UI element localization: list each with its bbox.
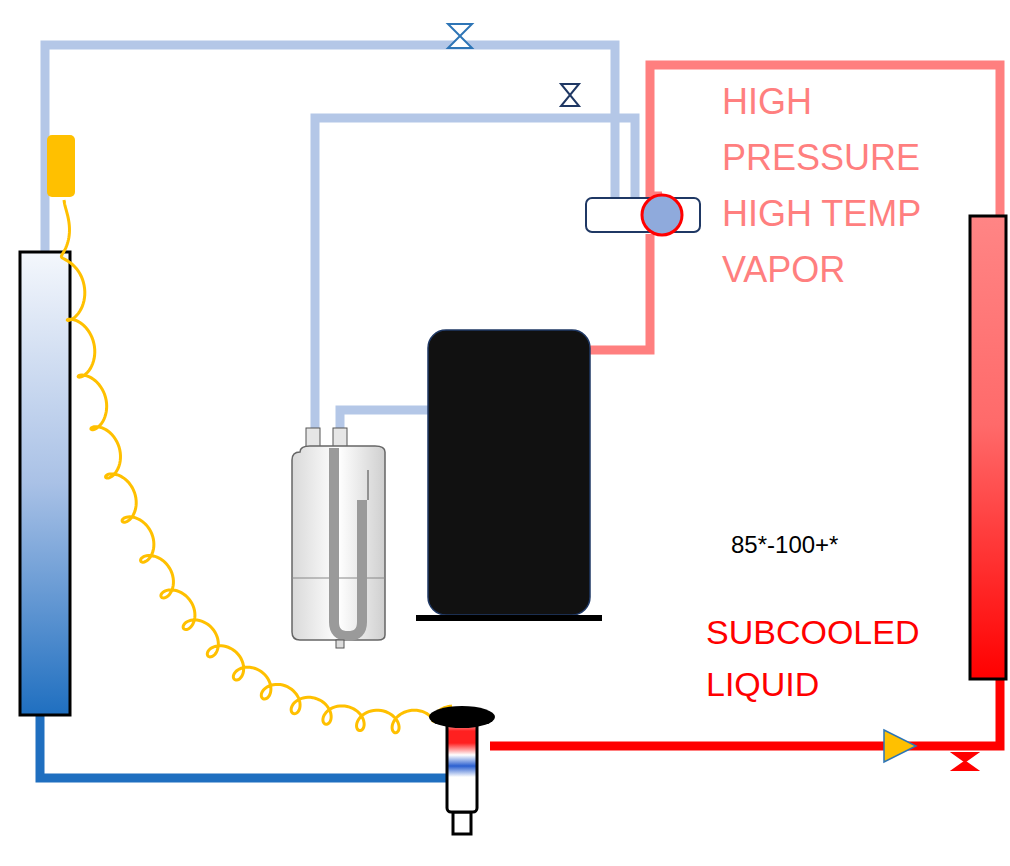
service-valve	[561, 84, 579, 106]
state-label: HIGH PRESSURE HIGH TEMP VAPOR	[722, 74, 954, 298]
accumulator-shell	[292, 446, 385, 640]
condenser-coil	[970, 216, 1006, 679]
evaporator-coil	[20, 252, 70, 715]
capillary-tube	[61, 200, 452, 733]
suction-line	[340, 410, 430, 430]
accumulator-fitting	[333, 428, 347, 448]
temperature-range: 85*-100+*	[731, 530, 931, 560]
compressor	[428, 330, 590, 615]
suction-line	[45, 45, 615, 252]
service-valve	[448, 24, 472, 48]
evaporator-inlet-line	[40, 712, 452, 778]
accumulator-baffle	[367, 470, 369, 500]
accumulator-fitting	[306, 428, 320, 448]
txv-body	[447, 720, 477, 812]
reversing-valve-port	[642, 195, 682, 235]
state-label: SUBCOOLED LIQUID	[706, 606, 942, 710]
sensing-bulb	[47, 135, 75, 197]
liquid-service-valve	[953, 753, 977, 770]
txv-outlet	[453, 812, 471, 834]
txv-head	[429, 706, 495, 728]
filter-drier	[884, 730, 916, 762]
accumulator-drain	[336, 640, 344, 648]
compressor-base	[416, 615, 602, 621]
accumulator-u-tube	[334, 448, 362, 636]
discharge-line	[588, 234, 650, 350]
